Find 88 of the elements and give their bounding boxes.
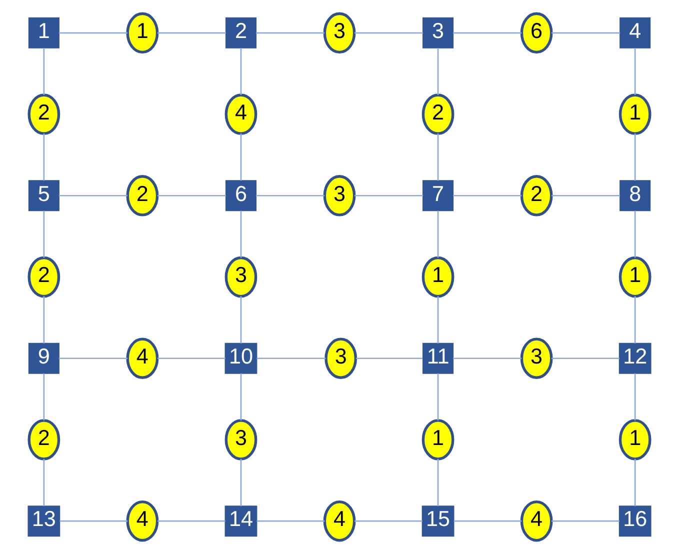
connector	[255, 194, 324, 196]
node-box: 10	[224, 342, 257, 374]
node-ellipse: 4	[126, 500, 158, 542]
node-ellipse: 4	[322, 500, 356, 542]
node-box: 9	[28, 342, 59, 374]
connector	[436, 210, 438, 258]
connector	[634, 210, 636, 258]
connector	[42, 133, 44, 181]
connector	[240, 210, 242, 258]
connector	[256, 520, 324, 522]
node-ellipse: 1	[618, 94, 651, 135]
node-box: 6	[224, 180, 256, 212]
connector	[634, 296, 636, 344]
node-box: 14	[224, 506, 257, 537]
connector	[42, 373, 44, 420]
connector	[240, 296, 242, 344]
connector	[42, 210, 44, 258]
node-box: 16	[618, 506, 651, 537]
node-box: 15	[421, 506, 454, 537]
connector	[240, 48, 242, 95]
connector	[58, 32, 127, 34]
connector	[354, 194, 423, 196]
node-ellipse: 1	[126, 12, 158, 54]
node-ellipse: 1	[618, 256, 651, 298]
node-box: 7	[422, 180, 454, 212]
connector	[436, 48, 438, 95]
node-ellipse: 4	[126, 338, 158, 379]
connector	[436, 373, 438, 420]
connector	[551, 520, 619, 522]
node-ellipse: 3	[322, 12, 356, 54]
connector	[551, 358, 619, 360]
connector	[156, 32, 226, 34]
node-ellipse: 2	[520, 175, 552, 216]
connector	[240, 133, 242, 181]
connector	[551, 32, 620, 34]
node-box: 8	[619, 180, 650, 212]
connector	[551, 194, 620, 196]
connector	[58, 358, 127, 360]
connector	[42, 48, 44, 95]
connector	[59, 520, 128, 522]
connector	[354, 520, 422, 522]
node-box: 12	[618, 342, 651, 374]
node-ellipse: 1	[421, 256, 454, 298]
connector	[42, 458, 44, 506]
node-ellipse: 2	[421, 94, 454, 135]
node-ellipse: 4	[520, 500, 552, 542]
node-ellipse: 3	[322, 175, 356, 216]
node-box: 11	[422, 342, 454, 374]
node-ellipse: 6	[520, 12, 552, 54]
connector	[156, 358, 225, 360]
connector	[436, 296, 438, 344]
node-ellipse: 2	[27, 94, 60, 135]
connector	[436, 133, 438, 181]
connector	[58, 194, 127, 196]
node-ellipse: 3	[324, 338, 357, 379]
connector	[452, 194, 522, 196]
node-box: 2	[224, 17, 256, 48]
connector	[634, 48, 636, 95]
connector	[240, 458, 242, 506]
node-ellipse: 1	[618, 419, 651, 460]
node-ellipse: 2	[27, 256, 60, 298]
node-ellipse: 1	[421, 419, 454, 460]
node-box: 1	[28, 17, 59, 48]
node-ellipse: 2	[27, 419, 60, 460]
connector	[354, 32, 423, 34]
connector	[634, 373, 636, 420]
node-ellipse: 3	[224, 256, 257, 298]
connector	[634, 458, 636, 506]
node-ellipse: 3	[224, 419, 257, 460]
node-box: 4	[619, 17, 650, 48]
connector	[356, 358, 422, 360]
connector	[256, 358, 326, 360]
node-box: 3	[422, 17, 454, 48]
connector	[156, 194, 226, 196]
node-ellipse: 4	[224, 94, 257, 135]
node-box: 5	[28, 180, 59, 212]
connector	[240, 373, 242, 420]
connector	[452, 358, 522, 360]
connector	[42, 296, 44, 344]
node-ellipse: 3	[520, 338, 552, 379]
connector	[255, 32, 324, 34]
connector	[452, 32, 522, 34]
connector	[634, 133, 636, 181]
node-box: 13	[27, 506, 60, 537]
connector	[436, 458, 438, 506]
node-ellipse: 2	[126, 175, 158, 216]
connector	[156, 520, 225, 522]
connector	[453, 520, 522, 522]
